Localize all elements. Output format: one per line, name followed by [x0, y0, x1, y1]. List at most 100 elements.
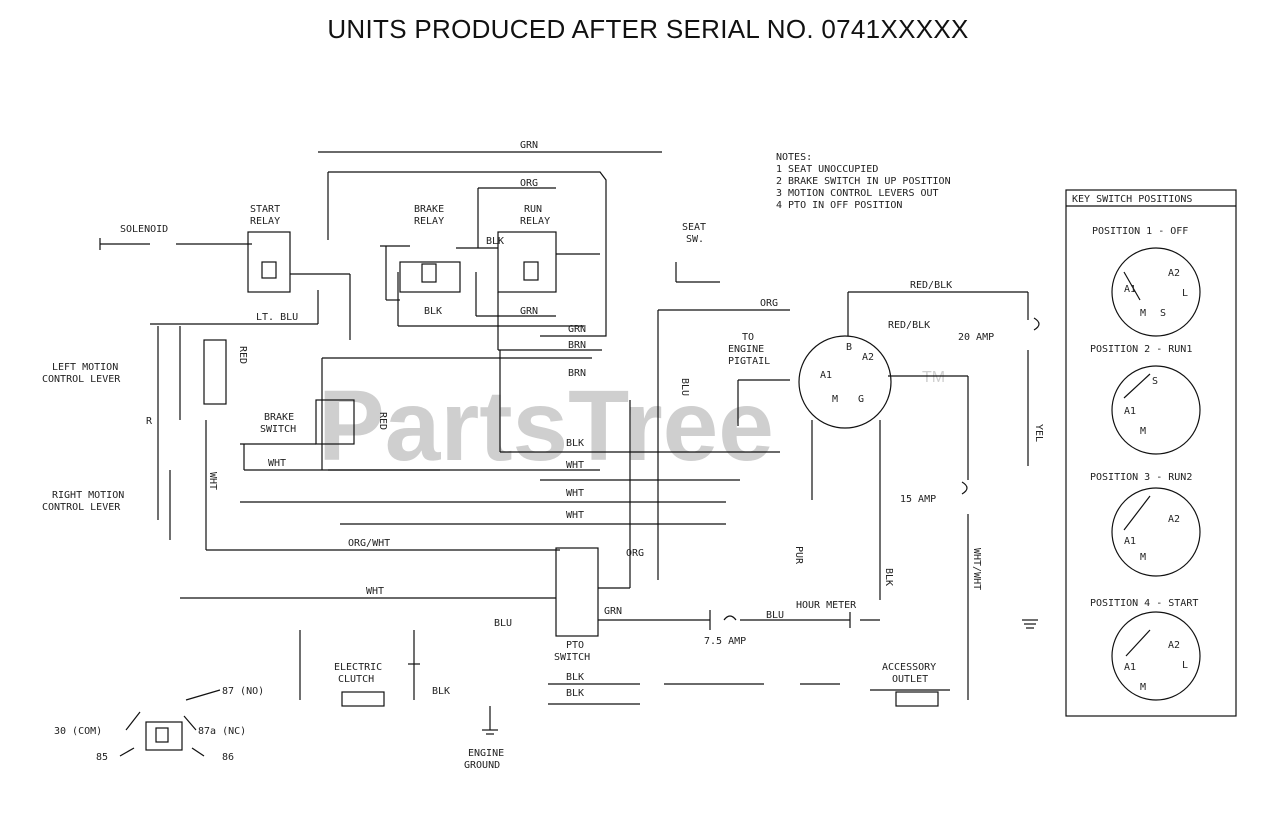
- wire-red-blk-key: RED/BLK: [888, 320, 930, 331]
- electric-clutch-label-2: CLUTCH: [338, 674, 374, 685]
- wire-lt-blu: LT. BLU: [256, 312, 298, 323]
- wire-wht-2: WHT: [566, 460, 584, 471]
- wire-blk-relay: BLK: [486, 236, 504, 247]
- wire-org-top: ORG: [520, 178, 538, 189]
- term-l-p4: L: [1182, 660, 1188, 671]
- term-a2-p1: A2: [1168, 268, 1180, 279]
- electric-clutch-label-1: ELECTRIC: [334, 662, 382, 673]
- wire-org-pto: ORG: [626, 548, 644, 559]
- term-a1-p4: A1: [1124, 662, 1136, 673]
- term-s-p2: S: [1152, 376, 1158, 387]
- wire-wht-1: WHT: [268, 458, 286, 469]
- start-relay-label-2: RELAY: [250, 216, 280, 227]
- wire-blk-hour: BLK: [883, 568, 894, 586]
- wire-grn-top: GRN: [520, 140, 538, 151]
- relay-pin-85: 85: [96, 752, 108, 763]
- run-relay-label-2: RELAY: [520, 216, 550, 227]
- wire-wht-4: WHT: [566, 510, 584, 521]
- relay-pin-87: 87 (NO): [222, 686, 264, 697]
- brake-relay-label-1: BRAKE: [414, 204, 444, 215]
- wire-org-key: ORG: [760, 298, 778, 309]
- term-a1-main: A1: [820, 370, 832, 381]
- engine-ground-label-1: ENGINE: [468, 748, 504, 759]
- notes-heading: NOTES:: [776, 152, 812, 163]
- term-m-p1: M: [1140, 308, 1146, 319]
- key-switch-box-title: KEY SWITCH POSITIONS: [1072, 194, 1192, 205]
- wire-wht-wht: WHT/WHT: [971, 548, 982, 590]
- pigtail-label-3: PIGTAIL: [728, 356, 770, 367]
- wire-grn-relay: GRN: [520, 306, 538, 317]
- term-b-main: B: [846, 342, 852, 353]
- term-m-p4: M: [1140, 682, 1146, 693]
- wire-blk-clutch: BLK: [432, 686, 450, 697]
- term-a1-p3: A1: [1124, 536, 1136, 547]
- brake-switch-label-1: BRAKE: [264, 412, 294, 423]
- engine-ground-label-2: GROUND: [464, 760, 500, 771]
- watermark-tm: TM: [922, 369, 945, 386]
- note-line-2: 2 BRAKE SWITCH IN UP POSITION: [776, 176, 951, 187]
- hour-meter-label: HOUR METER: [796, 600, 857, 611]
- pigtail-label-2: ENGINE: [728, 344, 764, 355]
- fuse-15-label: 15 AMP: [900, 494, 936, 505]
- note-line-1: 1 SEAT UNOCCUPIED: [776, 164, 878, 175]
- wire-r: R: [146, 416, 153, 427]
- wire-grn-pto: GRN: [604, 606, 622, 617]
- wire-blk-mid: BLK: [566, 438, 584, 449]
- pto-switch-label-2: SWITCH: [554, 652, 590, 663]
- wire-blu-vert: BLU: [679, 378, 690, 396]
- wire-blk-brake: BLK: [424, 306, 442, 317]
- wire-grn-loop: GRN: [568, 324, 586, 335]
- wire-lines: [99, 151, 1237, 757]
- right-motion-label-2: CONTROL LEVER: [42, 502, 121, 513]
- component-labels: SOLENOID START RELAY BRAKE RELAY RUN REL…: [42, 204, 994, 771]
- term-s-p1: S: [1160, 308, 1166, 319]
- term-a1-p2: A1: [1124, 406, 1136, 417]
- wire-blk-bottom-2: BLK: [566, 688, 584, 699]
- left-motion-label-2: CONTROL LEVER: [42, 374, 121, 385]
- right-motion-label-1: RIGHT MOTION: [52, 490, 124, 501]
- relay-pin-86: 86: [222, 752, 234, 763]
- diagram-title: UNITS PRODUCED AFTER SERIAL NO. 0741XXXX…: [327, 14, 969, 44]
- seat-sw-label-2: SW.: [686, 234, 704, 245]
- term-m-p2: M: [1140, 426, 1146, 437]
- wire-yel: YEL: [1033, 424, 1044, 442]
- seat-sw-label-1: SEAT: [682, 222, 706, 233]
- note-line-3: 3 MOTION CONTROL LEVERS OUT: [776, 188, 939, 199]
- accessory-outlet-label-2: OUTLET: [892, 674, 928, 685]
- left-motion-label-1: LEFT MOTION: [52, 362, 118, 373]
- term-m-main: M: [832, 394, 838, 405]
- term-g-main: G: [858, 394, 864, 405]
- wire-wht-5: WHT: [366, 586, 384, 597]
- fuse-20-label: 20 AMP: [958, 332, 994, 343]
- wire-brn: BRN: [568, 340, 586, 351]
- term-a2-p3: A2: [1168, 514, 1180, 525]
- key-position-4-label: POSITION 4 - START: [1090, 598, 1198, 609]
- pto-switch-label-1: PTO: [566, 640, 584, 651]
- wire-labels: GRN ORG RED/BLK RED/BLK ORG LT. BLU BLK …: [146, 140, 1044, 699]
- key-position-3-label: POSITION 3 - RUN2: [1090, 472, 1192, 483]
- term-a1-p1: A1: [1124, 284, 1136, 295]
- key-position-2-label: POSITION 2 - RUN1: [1090, 344, 1192, 355]
- wire-wht-vert: WHT: [207, 472, 218, 490]
- brake-relay-label-2: RELAY: [414, 216, 444, 227]
- pigtail-label-1: TO: [742, 332, 754, 343]
- watermark: PartsTree: [318, 370, 774, 482]
- key-terminal-labels: A1 A2 S M L A1 S M A1 A2 M A1 A2 L M B A…: [820, 268, 1188, 693]
- brake-switch-label-2: SWITCH: [260, 424, 296, 435]
- term-a2-main: A2: [862, 352, 874, 363]
- relay-pin-87a: 87a (NC): [198, 726, 246, 737]
- wire-pur: PUR: [793, 546, 804, 565]
- wire-red-brake: RED: [377, 412, 388, 430]
- fuse-75-label: 7.5 AMP: [704, 636, 746, 647]
- wire-brn-2: BRN: [568, 368, 586, 379]
- term-a2-p4: A2: [1168, 640, 1180, 651]
- note-line-4: 4 PTO IN OFF POSITION: [776, 200, 902, 211]
- wire-red-blk-top: RED/BLK: [910, 280, 952, 291]
- accessory-outlet-label-1: ACCESSORY: [882, 662, 936, 673]
- start-relay-label-1: START: [250, 204, 280, 215]
- wire-blk-bottom-1: BLK: [566, 672, 584, 683]
- key-position-1-label: POSITION 1 - OFF: [1092, 226, 1188, 237]
- wire-blu-fuse: BLU: [766, 610, 784, 621]
- wire-org-wht: ORG/WHT: [348, 538, 390, 549]
